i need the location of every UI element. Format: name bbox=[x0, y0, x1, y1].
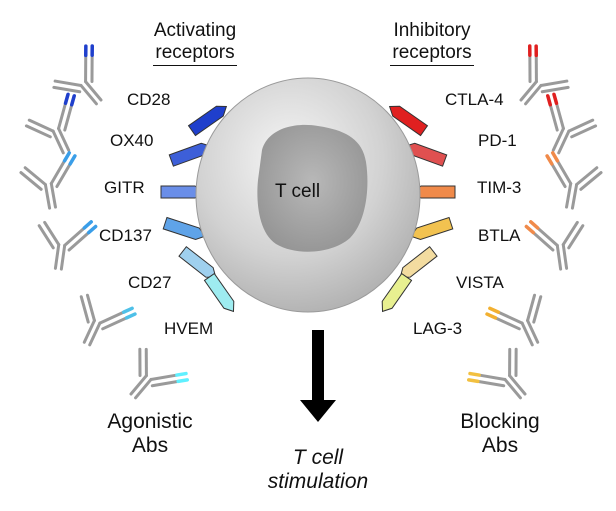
blocking-line2: Abs bbox=[481, 434, 519, 457]
receptor-pd-1 bbox=[404, 142, 448, 167]
receptor-label-vista: VISTA bbox=[456, 273, 504, 292]
receptor-label-cd27: CD27 bbox=[128, 273, 172, 292]
stimulation-line2: stimulation bbox=[267, 470, 369, 493]
receptor-label-ctla-4: CTLA-4 bbox=[445, 90, 504, 109]
receptor-vista bbox=[399, 246, 438, 278]
receptor-label-pd-1: PD-1 bbox=[478, 131, 517, 150]
blocking-abs-label: Blocking Abs bbox=[440, 410, 560, 458]
stimulation-line1: T cell bbox=[292, 446, 344, 469]
receptor-label-gitr: GITR bbox=[104, 178, 145, 197]
blocking-antibody bbox=[546, 92, 598, 155]
receptor-cd28 bbox=[187, 105, 228, 137]
receptor-label-tim-3: TIM-3 bbox=[477, 178, 522, 197]
agonistic-antibody bbox=[19, 151, 77, 210]
inhibitory-receptors-header: Inhibitory receptors bbox=[362, 20, 502, 66]
agonistic-line2: Abs bbox=[131, 434, 169, 457]
agonistic-antibody bbox=[24, 92, 76, 155]
receptor-label-lag-3: LAG-3 bbox=[413, 319, 463, 338]
agonistic-antibody bbox=[52, 44, 103, 106]
agonistic-antibody bbox=[129, 347, 189, 400]
receptor-label-cd137: CD137 bbox=[99, 226, 152, 245]
agonistic-line1: Agonistic bbox=[107, 410, 193, 433]
receptor-label-cd28: CD28 bbox=[127, 90, 171, 109]
blocking-antibody bbox=[467, 347, 527, 400]
receptor-label-hvem: HVEM bbox=[164, 319, 214, 338]
inhibitory-header-line2: receptors bbox=[390, 42, 474, 66]
activating-receptors-header: Activating receptors bbox=[125, 20, 265, 66]
blocking-line1: Blocking bbox=[460, 410, 540, 433]
blocking-antibody bbox=[519, 44, 570, 106]
receptor-label-ox40: OX40 bbox=[110, 131, 154, 150]
inhibitory-header-line1: Inhibitory bbox=[393, 20, 471, 41]
agonistic-antibody bbox=[37, 220, 98, 271]
t-cell-nucleus bbox=[257, 124, 368, 252]
agonistic-abs-label: Agonistic Abs bbox=[90, 410, 210, 458]
blocking-antibody bbox=[524, 220, 585, 271]
t-cell-label: T cell bbox=[275, 181, 321, 202]
activating-header-line2: receptors bbox=[153, 42, 237, 66]
t-cell-stimulation-label: T cell stimulation bbox=[238, 446, 398, 494]
blocking-antibody bbox=[485, 293, 543, 347]
receptor-cd137 bbox=[162, 216, 206, 240]
agonistic-antibody bbox=[79, 293, 137, 347]
blocking-antibody bbox=[545, 151, 603, 210]
receptor-hvem bbox=[203, 272, 235, 313]
receptor-label-btla: BTLA bbox=[478, 226, 521, 245]
receptor-lag-3 bbox=[381, 272, 413, 313]
activating-header-line1: Activating bbox=[153, 20, 237, 41]
receptor-ctla-4 bbox=[388, 105, 429, 137]
stimulation-arrow bbox=[300, 330, 336, 422]
